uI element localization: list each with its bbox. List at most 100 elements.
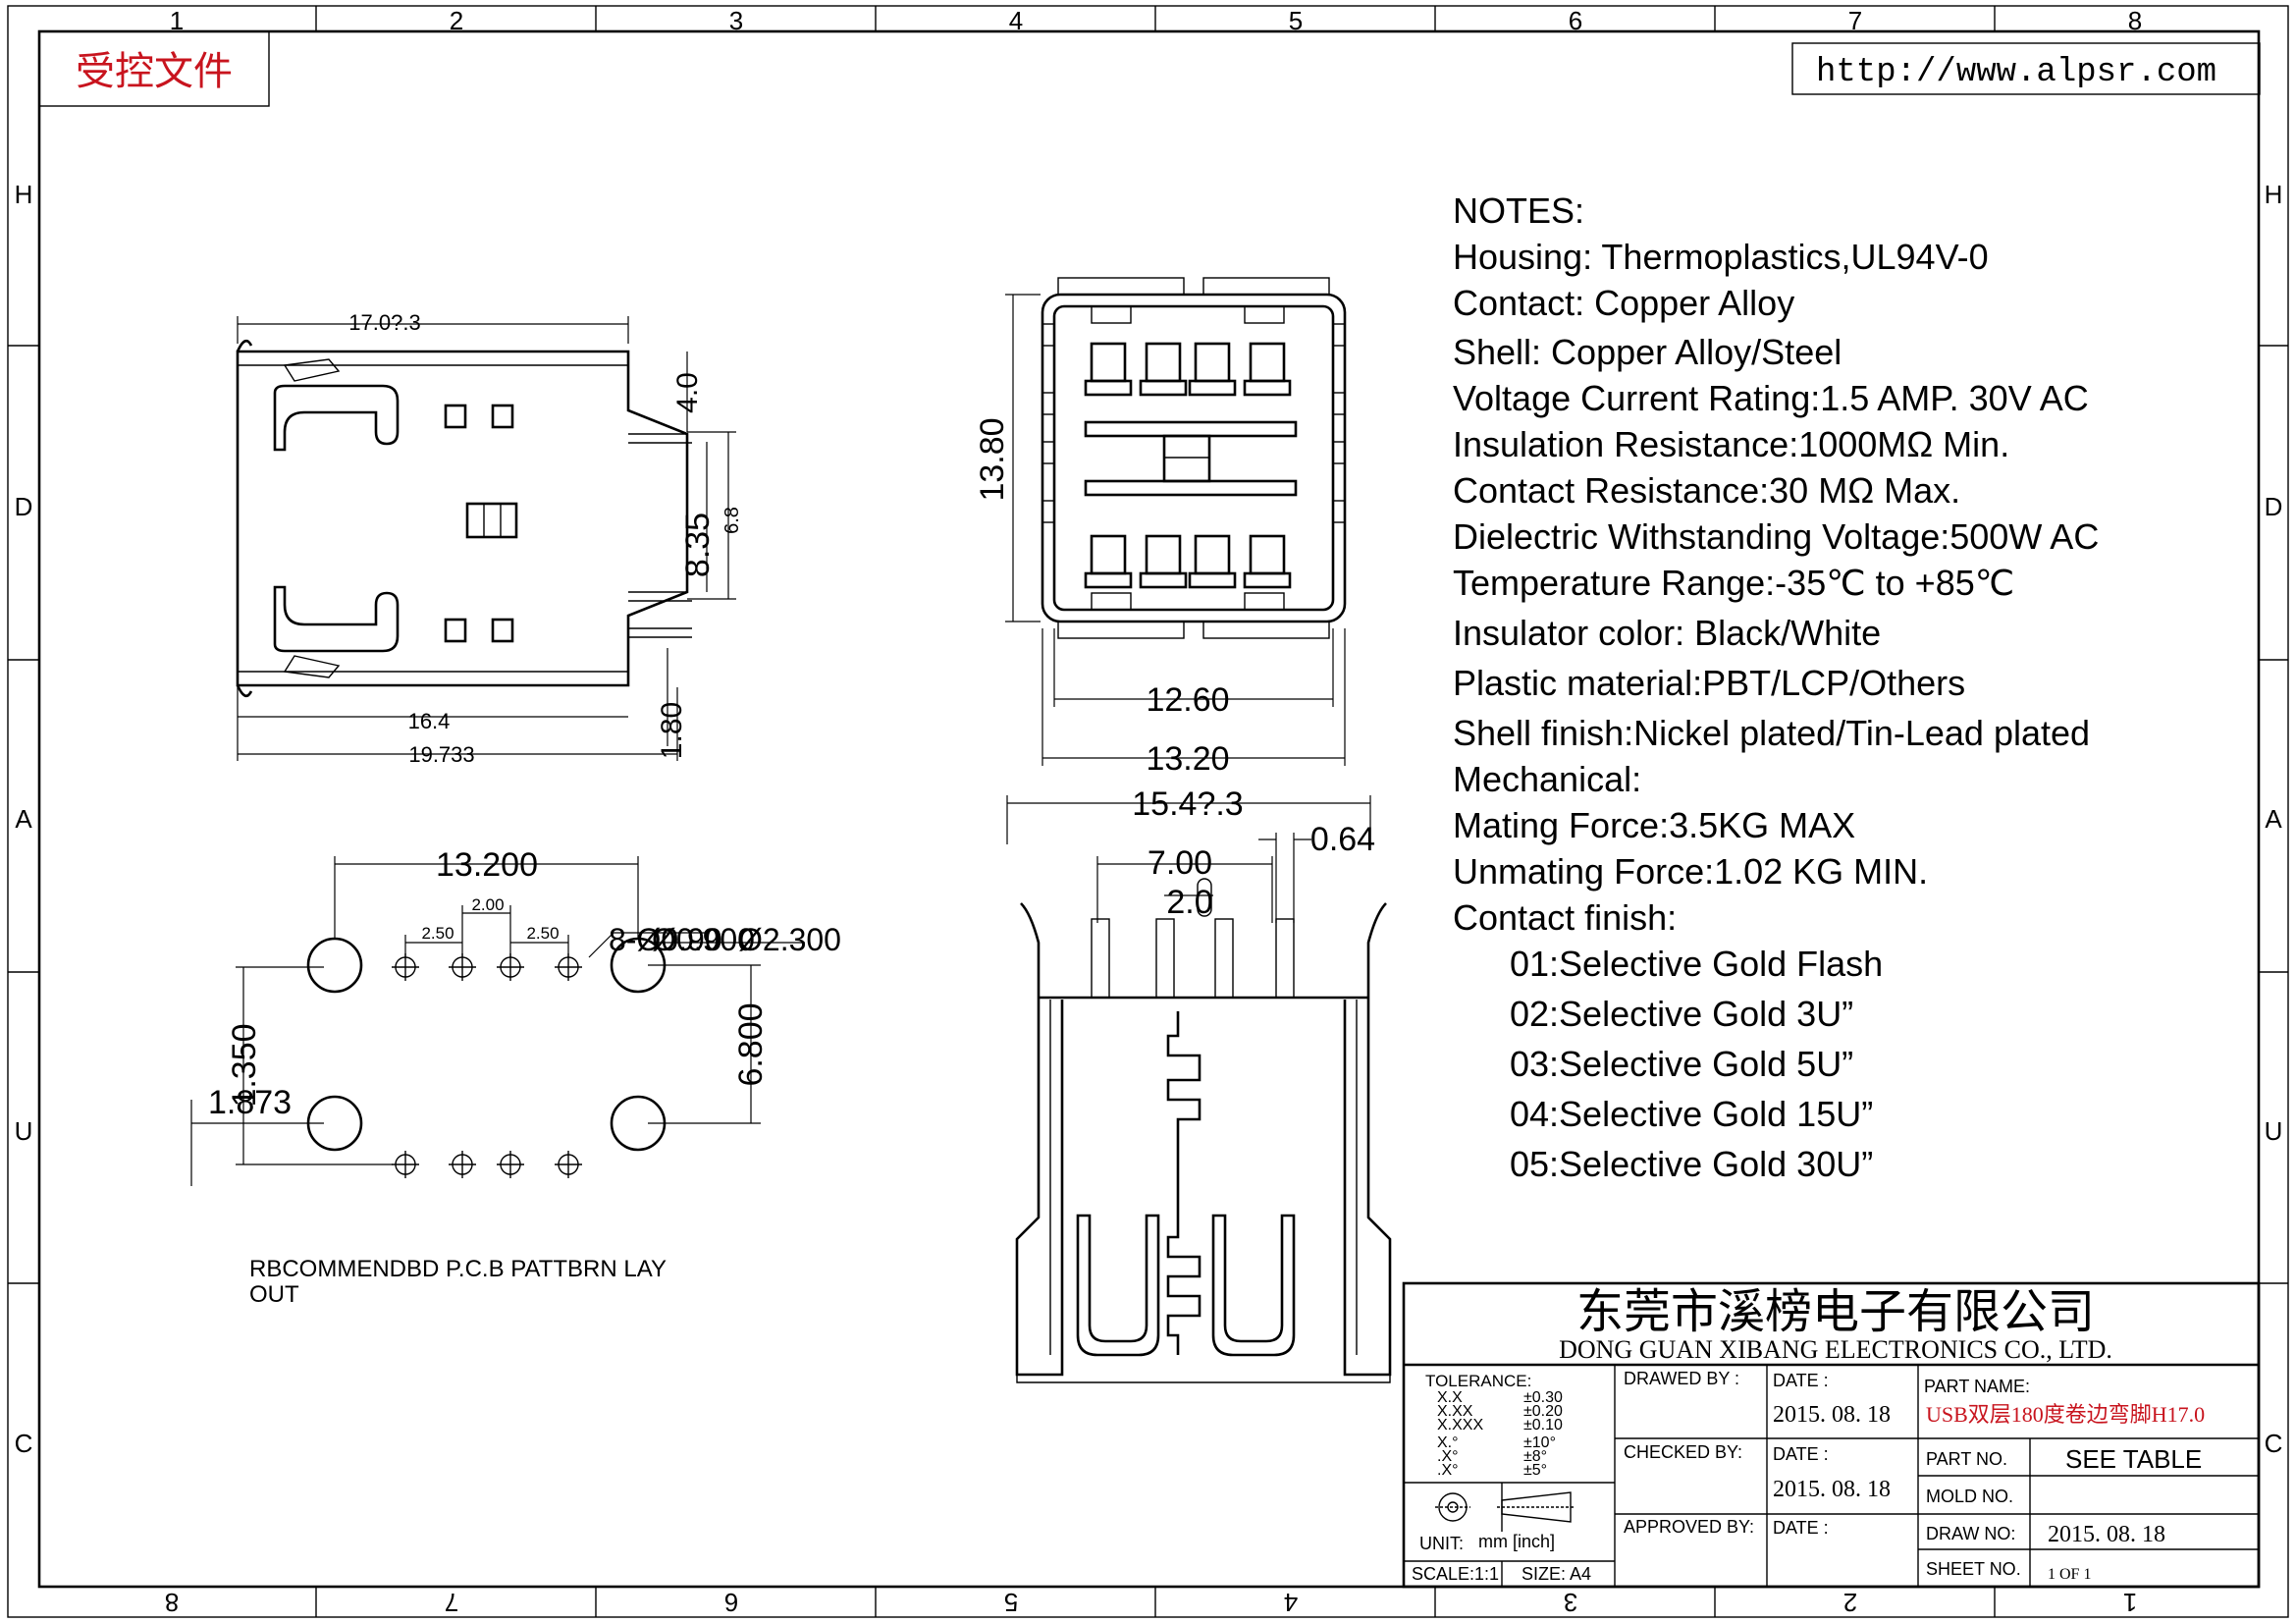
zone-bottom-5: 5 [1004, 1588, 1018, 1617]
unit-label: UNIT: [1419, 1534, 1464, 1553]
zone-bottom-7: 7 [445, 1588, 458, 1617]
finish-option-03: 03:Selective Gold 5U” [1510, 1044, 1853, 1084]
finish-option-01: 01:Selective Gold Flash [1510, 944, 1883, 984]
zone-left-h: H [15, 180, 33, 209]
tolerance-value-6: ±5° [1523, 1462, 1547, 1479]
dim-total-length: 19.733 [408, 742, 474, 767]
company-name-en: DONG GUAN XIBANG ELECTRONICS CO., LTD. [1559, 1335, 2112, 1364]
part-name-label: PART NAME: [1924, 1377, 2030, 1396]
stamp-text: 受控文件 [76, 49, 233, 93]
tolerance-value-3: ±0.10 [1523, 1417, 1563, 1434]
projection-symbol-icon [1435, 1491, 1575, 1523]
note-plastic: Plastic material:PBT/LCP/Others [1453, 663, 1965, 703]
note-unmating-force: Unmating Force:1.02 KG MIN. [1453, 851, 1928, 892]
pcb-dim-left-pitch: 2.50 [421, 924, 454, 943]
website-url: http://www.alpsr.com [1816, 54, 2216, 91]
pcb-dim-right-pitch: 2.50 [526, 924, 559, 943]
draw-no-label: DRAW NO: [1926, 1524, 2015, 1543]
note-housing: Housing: Thermoplastics,UL94V-0 [1453, 237, 1989, 277]
note-shell-finish: Shell finish:Nickel plated/Tin-Lead plat… [1453, 713, 2090, 753]
side-view: 17.0?.3 4.0 6.8 8.35 16.4 19.733 1.80 [236, 310, 743, 767]
pcb-dim-mid-holes: Ø0.900 [652, 922, 755, 957]
zone-left-d: D [15, 492, 33, 521]
note-mating-force: Mating Force:3.5KG MAX [1453, 805, 1855, 845]
zone-top-1: 1 [170, 6, 184, 35]
dim-pitch: 8.35 [679, 513, 717, 577]
pcb-layout: 13.200 2.00 2.50 2.50 8-Ø0.90 Ø0.900 Ø2.… [190, 846, 841, 1308]
pcb-caption-line2: OUT [249, 1281, 299, 1308]
date-drawn: 2015. 08. 18 [1773, 1402, 1891, 1428]
website-box: http://www.alpsr.com [1791, 42, 2261, 95]
zone-left-c: C [15, 1429, 33, 1458]
sheet-no-label: SHEET NO. [1926, 1559, 2021, 1579]
mold-no-label: MOLD NO. [1926, 1487, 2013, 1506]
drawing-border [7, 5, 2289, 1618]
zone-top-7: 7 [1848, 6, 1862, 35]
part-no-label: PART NO. [1926, 1449, 2007, 1469]
dim-latch-width: 2.0 [1166, 884, 1212, 921]
front-view: 13.80 12.60 13.20 [974, 277, 1347, 778]
zone-bottom-3: 3 [1564, 1588, 1577, 1617]
zone-top-3: 3 [729, 6, 743, 35]
title-block: 东莞市溪榜电子有限公司 DONG GUAN XIBANG ELECTRONICS… [1402, 1281, 2261, 1589]
zone-bottom-1: 1 [2123, 1588, 2137, 1617]
tolerance-key-3: X.XXX [1437, 1417, 1483, 1434]
notes-heading: NOTES: [1453, 190, 1584, 231]
company-name-cn: 东莞市溪榜电子有限公司 [1576, 1286, 2095, 1338]
tolerance-key-4: X.° [1437, 1434, 1459, 1451]
date-drawn-label: DATE : [1773, 1371, 1829, 1390]
dim-bottom-total: 15.4?.3 [1132, 785, 1243, 823]
finish-option-04: 04:Selective Gold 15U” [1510, 1094, 1873, 1134]
unit-value: mm [inch] [1478, 1532, 1555, 1551]
tolerance-value-4: ±10° [1523, 1434, 1556, 1451]
tolerance-key-5: .X° [1437, 1448, 1459, 1465]
pcb-dim-small-offset: 1.873 [208, 1084, 292, 1121]
zone-left-u: U [15, 1116, 33, 1146]
zone-top-6: 6 [1569, 6, 1582, 35]
note-contact: Contact: Copper Alloy [1453, 283, 1794, 323]
tolerance-key-1: X.X [1437, 1389, 1463, 1406]
note-dielectric: Dielectric Withstanding Voltage:500W AC [1453, 516, 2099, 557]
sheet-size: SIZE: A4 [1522, 1564, 1591, 1584]
zone-top-4: 4 [1009, 6, 1023, 35]
finish-option-02: 02:Selective Gold 3U” [1510, 994, 1853, 1034]
draw-no: 2015. 08. 18 [2048, 1522, 2165, 1547]
dim-pin-width: 0.64 [1310, 821, 1375, 858]
tolerance-key-6: .X° [1437, 1462, 1459, 1479]
note-rating: Voltage Current Rating:1.5 AMP. 30V AC [1453, 378, 2089, 418]
pcb-caption-line1: RBCOMMENDBD P.C.B PATTBRN LAY [249, 1256, 667, 1282]
drawn-by-label: DRAWED BY : [1624, 1369, 1739, 1388]
zone-bottom-2: 2 [1843, 1588, 1857, 1617]
part-name: USB双层180度卷边弯脚H17.0 [1926, 1402, 2205, 1427]
zone-right-d: D [2265, 492, 2283, 521]
zone-right-a: A [2265, 804, 2282, 834]
dim-shell-length: 17.0?.3 [348, 310, 420, 335]
note-mechanical: Mechanical: [1453, 759, 1641, 799]
dim-front-height: 13.80 [974, 417, 1011, 501]
tolerance-label: TOLERANCE: [1425, 1372, 1531, 1390]
date-checked-label: DATE : [1773, 1444, 1829, 1464]
dim-outer-width: 13.20 [1146, 740, 1229, 778]
pcb-dim-center-pitch: 2.00 [471, 895, 504, 914]
pcb-dim-row-spacing: 6.800 [732, 1002, 770, 1086]
notes-block: NOTES: Housing: Thermoplastics,UL94V-0 C… [1453, 190, 2099, 1184]
bottom-view: 15.4?.3 0.64 7.00 2.0 [1006, 785, 1392, 1383]
zone-right-c: C [2265, 1429, 2283, 1458]
controlled-document-stamp: 受控文件 [38, 30, 270, 107]
pcb-dim-vertical-offset: 1.350 [226, 1023, 263, 1107]
zone-left-a: A [15, 804, 32, 834]
zone-right-h: H [2265, 180, 2283, 209]
zone-top-2: 2 [450, 6, 463, 35]
pcb-dim-large-pitch: 13.200 [436, 846, 538, 884]
tolerance-value-2: ±0.20 [1523, 1403, 1563, 1420]
note-contact-resistance: Contact Resistance:30 MΩ Max. [1453, 470, 1960, 511]
dim-bottom-offset: 1.80 [656, 702, 688, 759]
zone-top-5: 5 [1289, 6, 1303, 35]
zone-bottom-4: 4 [1284, 1588, 1298, 1617]
dim-pin-span: 7.00 [1148, 844, 1212, 882]
zone-right-u: U [2265, 1116, 2283, 1146]
dim-body-length: 16.4 [408, 709, 451, 733]
checked-by-label: CHECKED BY: [1624, 1442, 1742, 1462]
zone-top-8: 8 [2128, 6, 2142, 35]
